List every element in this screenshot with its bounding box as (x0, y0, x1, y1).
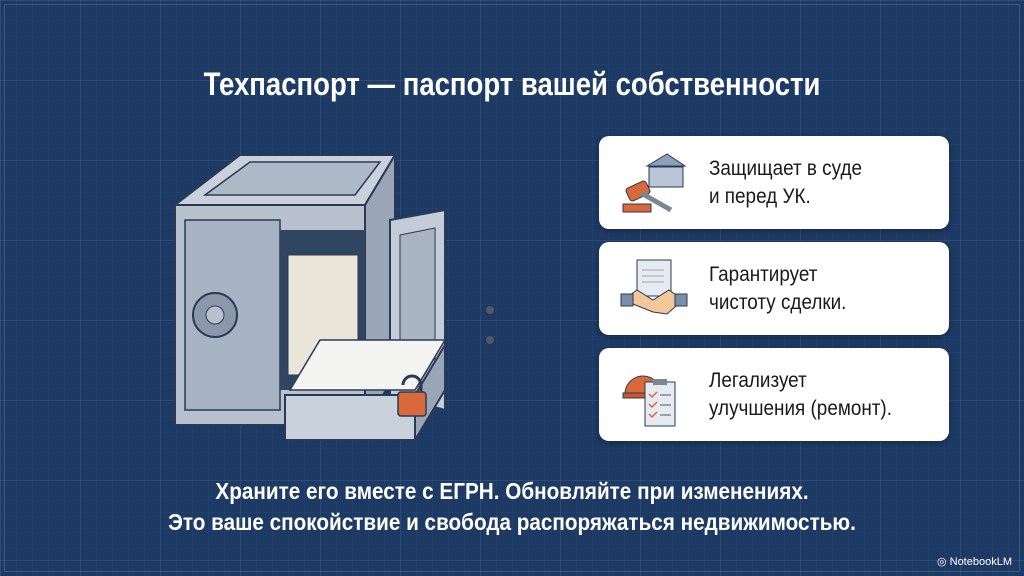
card-text-line: Защищает в суде (709, 156, 862, 180)
gear-icon (192, 292, 238, 338)
hardhat-checklist-icon (599, 348, 709, 441)
caption-line: Это ваше спокойствие и свобода распоряжа… (168, 509, 856, 535)
card-text-line: чистоту сделки. (709, 290, 847, 314)
card-text-line: улучшения (ремонт). (709, 396, 892, 420)
gavel-courthouse-icon (599, 136, 709, 229)
card-text-line: и перед УК. (709, 184, 811, 208)
notebooklm-watermark: ◎ NotebookLM (937, 555, 1012, 568)
notebooklm-logo-icon: ◎ (936, 556, 950, 568)
handshake-document-icon (599, 242, 709, 335)
card-text-line: Легализует (709, 368, 807, 392)
benefit-card-deal: Гарантирует чистоту сделки. (599, 242, 949, 335)
slide-title: Техпаспорт — паспорт вашей собственности (203, 66, 821, 102)
bottom-caption: Храните его вместе с ЕГРН. Обновляйте пр… (0, 476, 1024, 538)
blueprint-frame (4, 4, 1020, 572)
benefit-card-renovation: Легализует улучшения (ремонт). (599, 348, 949, 441)
caption-line: Храните его вместе с ЕГРН. Обновляйте пр… (215, 478, 809, 504)
padlock-icon (397, 374, 427, 417)
open-safe-illustration (172, 151, 494, 444)
card-text-line: Гарантирует (709, 262, 818, 286)
benefit-card-court: Защищает в суде и перед УК. (599, 136, 949, 229)
brand-label: NotebookLM (949, 556, 1012, 568)
